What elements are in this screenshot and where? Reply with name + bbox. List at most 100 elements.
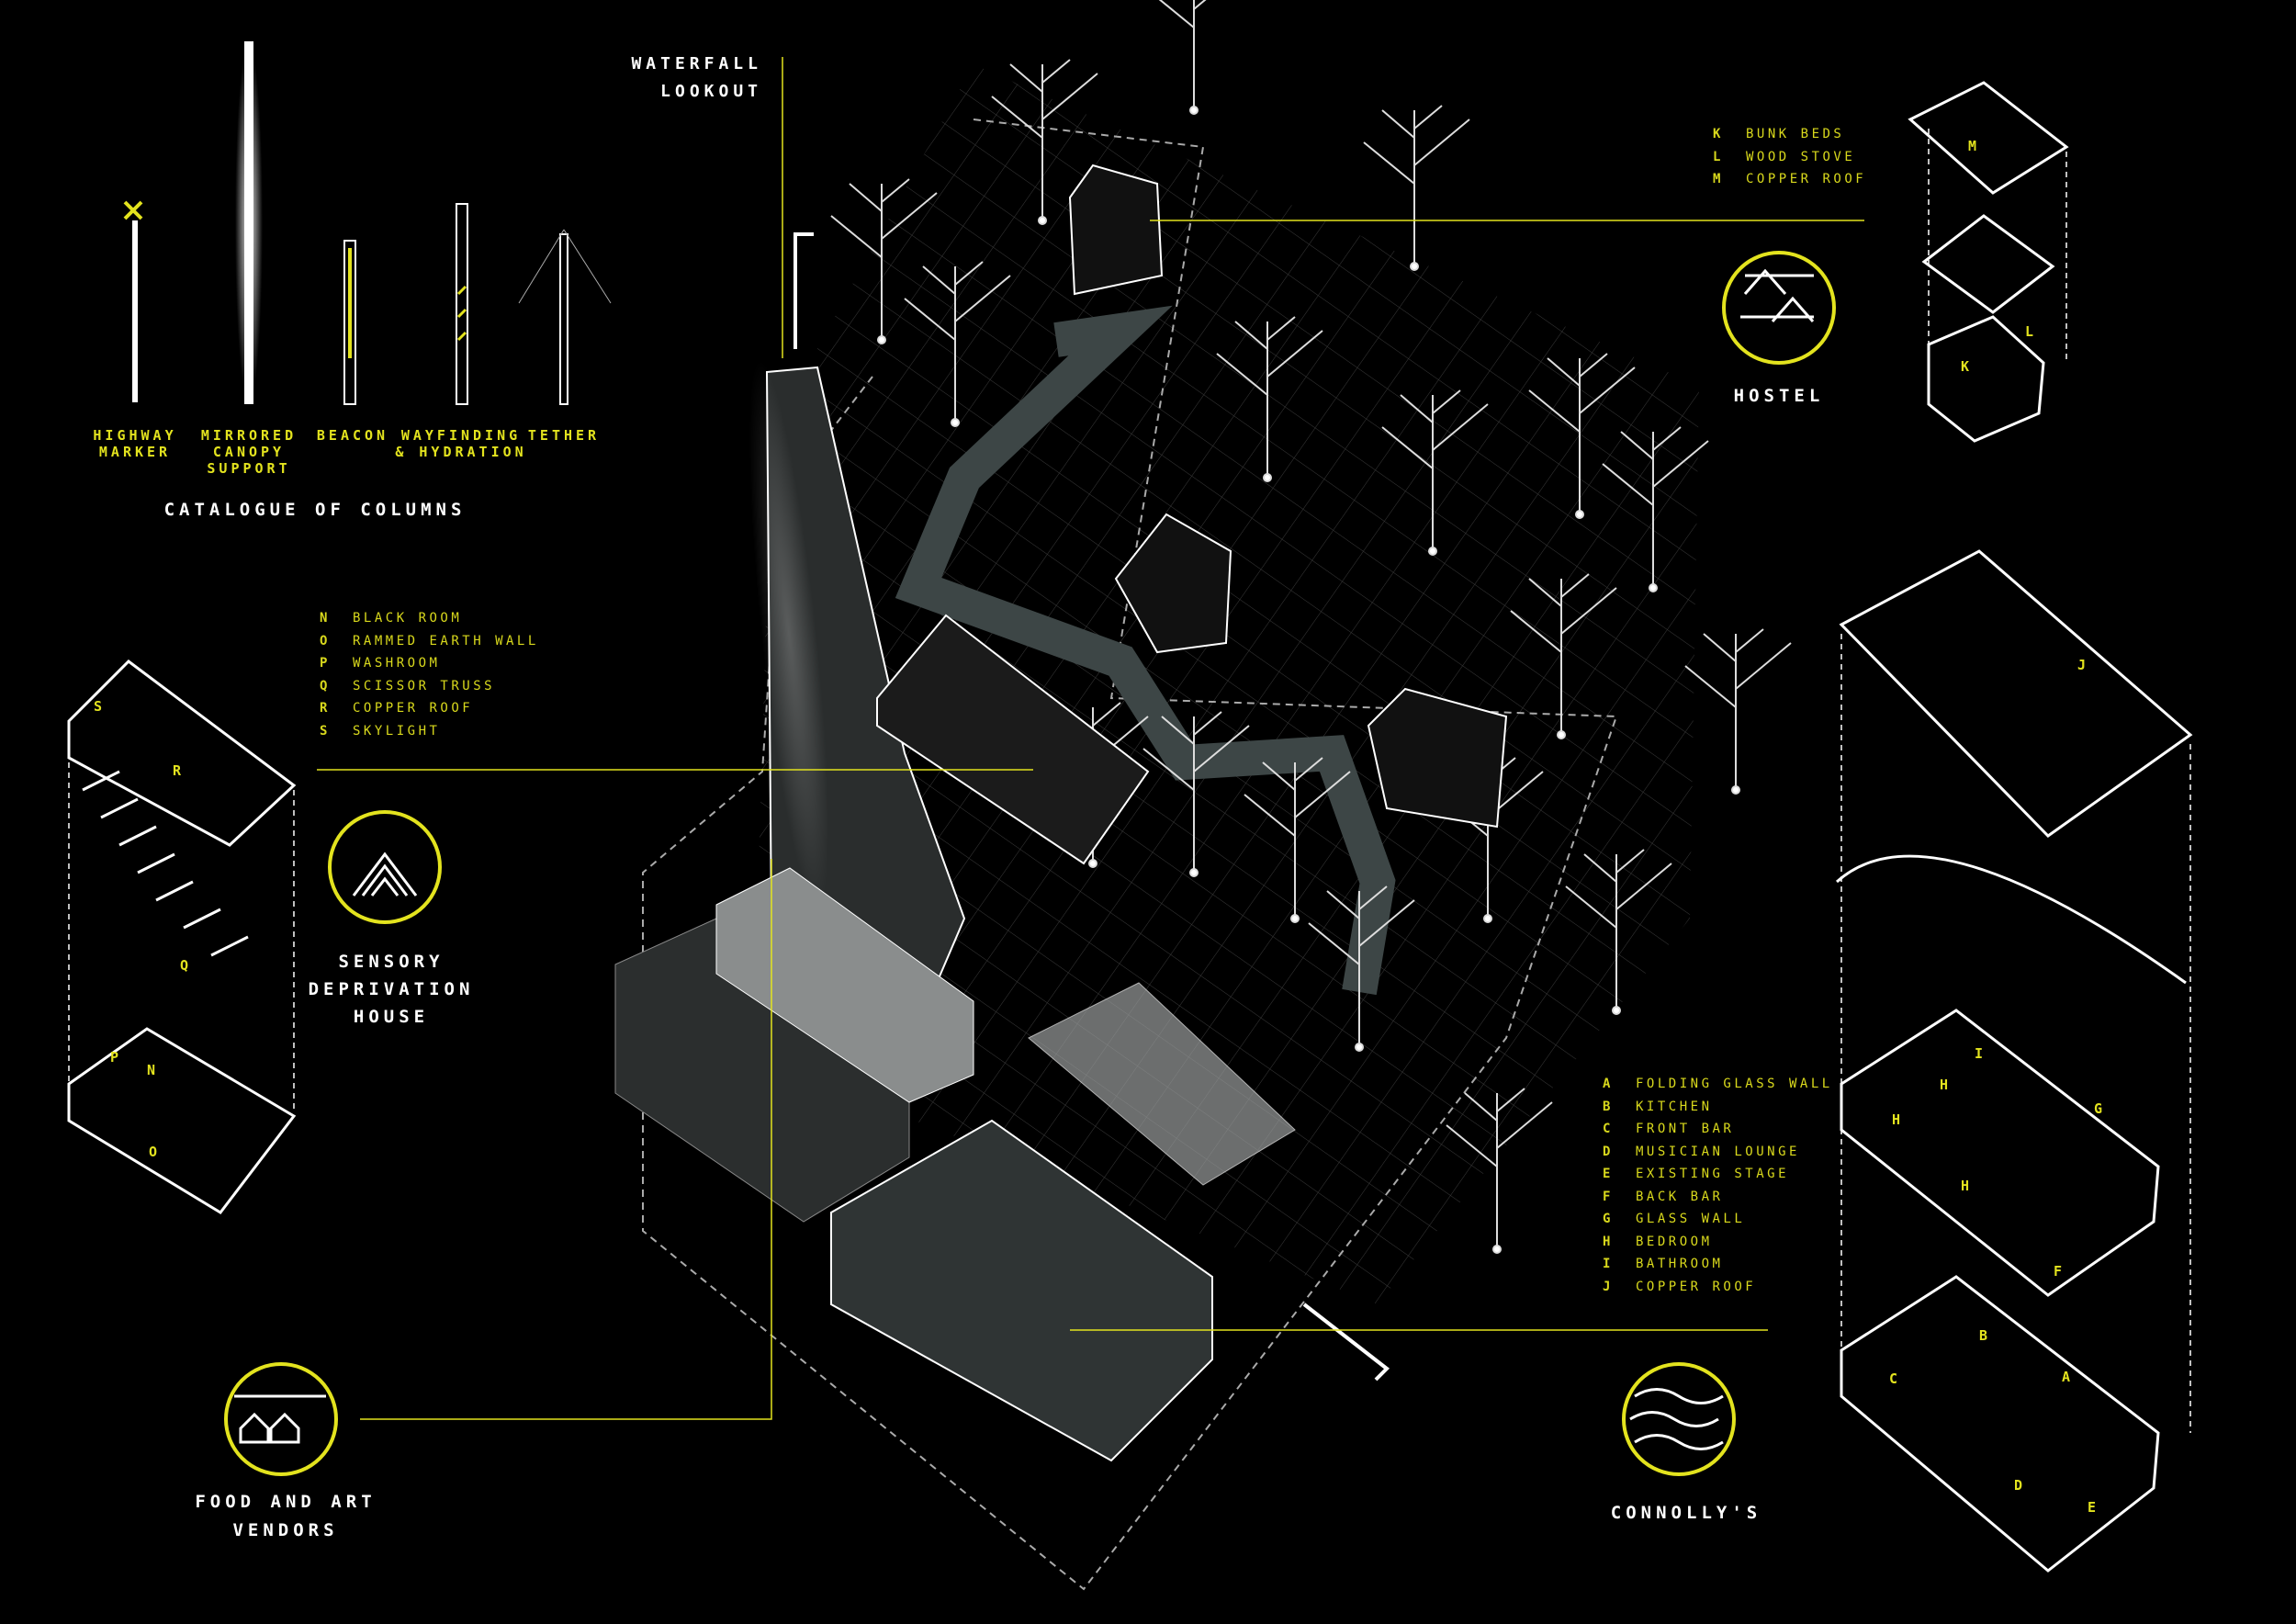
connollys-tag-g: G [2094,1100,2107,1117]
tree-icon [1446,1088,1553,1249]
tree-base [1428,547,1437,556]
hostel-cabin-3 [1367,687,1508,829]
forest-path [895,305,1396,996]
lookout-flag [793,232,814,349]
hostel-icon [1722,251,1836,365]
tree-base [1575,510,1584,519]
tree-base [1290,914,1300,923]
column-label-wayfinding: WAYFINDING & HYDRATION [395,427,527,460]
connollys-tag-d: D [2014,1477,2027,1494]
column-catalogue [123,41,612,405]
tree-icon [830,178,938,340]
connollys-patio [1028,982,1296,1186]
connollys-tag-b: B [1979,1327,1992,1344]
tree-base [1355,1043,1364,1052]
tree-base [1557,730,1566,739]
connollys-tag-h: H [1961,1178,1974,1194]
connollys-tag-f: F [2054,1263,2066,1280]
sensory-tag-r: R [173,762,186,779]
trees [830,0,1792,1254]
tree-base [951,418,960,427]
hostel-tag-l: L [2025,323,2038,340]
connollys-tag-h: H [1940,1077,1953,1093]
hostel-title: HOSTEL [1733,386,1825,406]
tree-base [1263,473,1272,482]
hostel-tag-k: K [1961,358,1974,375]
waterfall-lookout-label: WATERFALL LOOKOUT [631,54,762,101]
tree-base [1189,868,1199,877]
column-label-mirrored-canopy: MIRRORED CANOPY SUPPORT [200,427,298,477]
food-vendors-icon [224,1362,338,1476]
connollys-tag-j: J [2077,657,2090,673]
hostel-cabin-2 [1114,513,1232,654]
column-label-beacon: BEACON [316,427,389,444]
tree-icon [1510,573,1617,735]
sensory-tag-p: P [110,1049,123,1066]
sensory-house-icon [328,810,442,924]
tree-base [877,335,886,344]
tree-base [1038,216,1047,225]
tree-icon [1158,0,1207,110]
tree-icon [1684,628,1792,790]
column-label-tether: TETHER [527,427,601,444]
column-catalogue-title: CATALOGUE OF COLUMNS [163,500,467,520]
hostel-tag-m: M [1968,138,1981,154]
connollys-tag-e: E [2088,1499,2100,1516]
tree-icon [1244,757,1351,919]
sensory-tag-n: N [147,1062,160,1078]
connollys-tag-h: H [1892,1111,1905,1128]
tree-icon [1142,711,1250,873]
tree-base [1731,785,1740,795]
column-label-highway-marker: HIGHWAY MARKER [93,427,177,460]
connollys-tag-c: C [1889,1370,1902,1387]
vendor-canopy [715,867,974,1103]
sensory-tag-q: Q [180,957,193,974]
tree-icon [1308,885,1415,1047]
connollys-tag-i: I [1975,1045,1987,1062]
tree-base [1088,859,1097,868]
tree-base [1649,583,1658,592]
tree-icon [1602,426,1709,588]
exploded-axonometrics [67,81,2193,1573]
sensory-tag-o: O [149,1144,162,1160]
tree-base [1410,262,1419,271]
connollys-icon [1622,1362,1736,1476]
sensory-title: SENSORY DEPRIVATION HOUSE [308,952,475,1027]
tree-icon [1565,849,1672,1010]
tree-base [1612,1006,1621,1015]
connollys-tag-a: A [2062,1369,2075,1385]
tree-base [1189,106,1199,115]
tree-icon [1381,389,1489,551]
site-grid [753,64,1699,1304]
tree-icon [1528,353,1636,514]
sensory-tag-s: S [94,698,107,715]
tree-base [1492,1245,1502,1254]
tree-icon [1216,316,1323,478]
leader-lines [317,57,1864,1420]
connollys-title: CONNOLLY'S [1610,1503,1762,1523]
tree-icon [1363,105,1470,266]
